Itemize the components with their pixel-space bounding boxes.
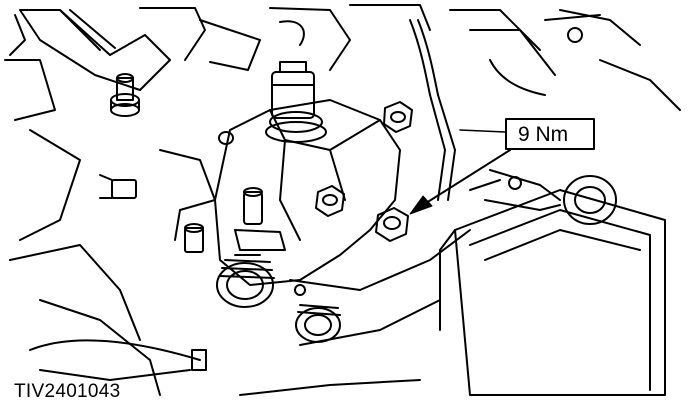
threaded-port-large — [216, 254, 275, 308]
ground-clamp — [469, 169, 617, 225]
right-tray — [439, 189, 666, 396]
lower-structure — [29, 229, 471, 396]
vent-fitting — [234, 187, 286, 251]
stud-upper-left — [110, 73, 140, 117]
arrow-icon — [409, 149, 511, 215]
upper-bracket — [4, 7, 261, 121]
bolt-icon — [375, 207, 409, 242]
main-housing — [174, 99, 401, 286]
figure-id: TIV2401043 — [14, 381, 121, 402]
leader-lines — [459, 129, 506, 133]
threaded-port-small — [295, 304, 341, 343]
upper-harness — [269, 4, 681, 201]
bolt-upper-right — [383, 101, 413, 133]
torque-value-label: 9 Nm — [518, 123, 568, 146]
bolt-center — [315, 185, 345, 217]
left-side-components — [9, 129, 234, 396]
torque-callout: 9 Nm — [505, 118, 595, 150]
sensor-connector — [265, 61, 327, 143]
